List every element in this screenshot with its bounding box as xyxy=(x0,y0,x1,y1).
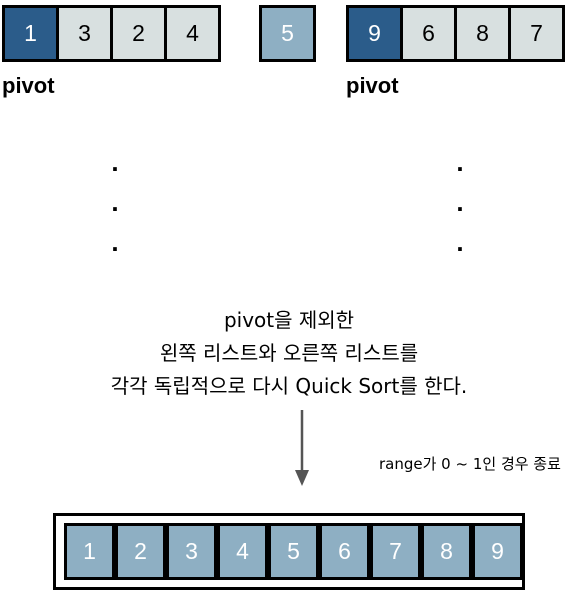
left-cell: 2 xyxy=(110,5,167,62)
description-line-1: pivot을 제외한 xyxy=(223,308,355,332)
sorted-cell: 7 xyxy=(370,523,421,580)
termination-note: range가 0 ~ 1인 경우 종료 xyxy=(379,455,561,473)
description-line-2: 왼쪽 리스트와 오른쪽 리스트를 xyxy=(159,341,419,365)
left-cell: 3 xyxy=(56,5,113,62)
right-cell: 7 xyxy=(508,5,565,62)
dot: . xyxy=(456,187,464,217)
right-pivot-cell: 9 xyxy=(346,5,403,62)
sorted-cell: 9 xyxy=(472,523,523,580)
left-cell: 4 xyxy=(164,5,221,62)
sorted-cell: 5 xyxy=(268,523,319,580)
sorted-cell: 6 xyxy=(319,523,370,580)
sorted-cell: 1 xyxy=(64,523,115,580)
middle-cell: 5 xyxy=(259,5,316,62)
dot: . xyxy=(111,227,119,257)
right-partition: 9 6 8 7 xyxy=(346,5,565,62)
sorted-cell: 4 xyxy=(217,523,268,580)
left-pivot-cell: 1 xyxy=(2,5,59,62)
sorted-cell: 8 xyxy=(421,523,472,580)
sorted-cell: 2 xyxy=(115,523,166,580)
sorted-result: 1 2 3 4 5 6 7 8 9 xyxy=(53,513,525,590)
left-ellipsis: . . . xyxy=(105,142,125,262)
dot: . xyxy=(111,147,119,177)
right-cell: 8 xyxy=(454,5,511,62)
dot: . xyxy=(456,227,464,257)
dot: . xyxy=(456,147,464,177)
description: pivot을 제외한 왼쪽 리스트와 오른쪽 리스트를 각각 독립적으로 다시 … xyxy=(0,304,578,403)
middle-partition: 5 xyxy=(259,5,316,62)
left-pivot-label: pivot xyxy=(2,73,55,98)
right-pivot-label: pivot xyxy=(346,73,399,98)
right-ellipsis: . . . xyxy=(450,142,470,262)
left-partition: 1 3 2 4 xyxy=(2,5,221,62)
right-cell: 6 xyxy=(400,5,457,62)
sorted-cell: 3 xyxy=(166,523,217,580)
sorted-cells: 1 2 3 4 5 6 7 8 9 xyxy=(64,523,523,580)
down-arrow-icon xyxy=(295,410,309,486)
dot: . xyxy=(111,187,119,217)
description-line-3: 각각 독립적으로 다시 Quick Sort를 한다. xyxy=(110,374,468,398)
